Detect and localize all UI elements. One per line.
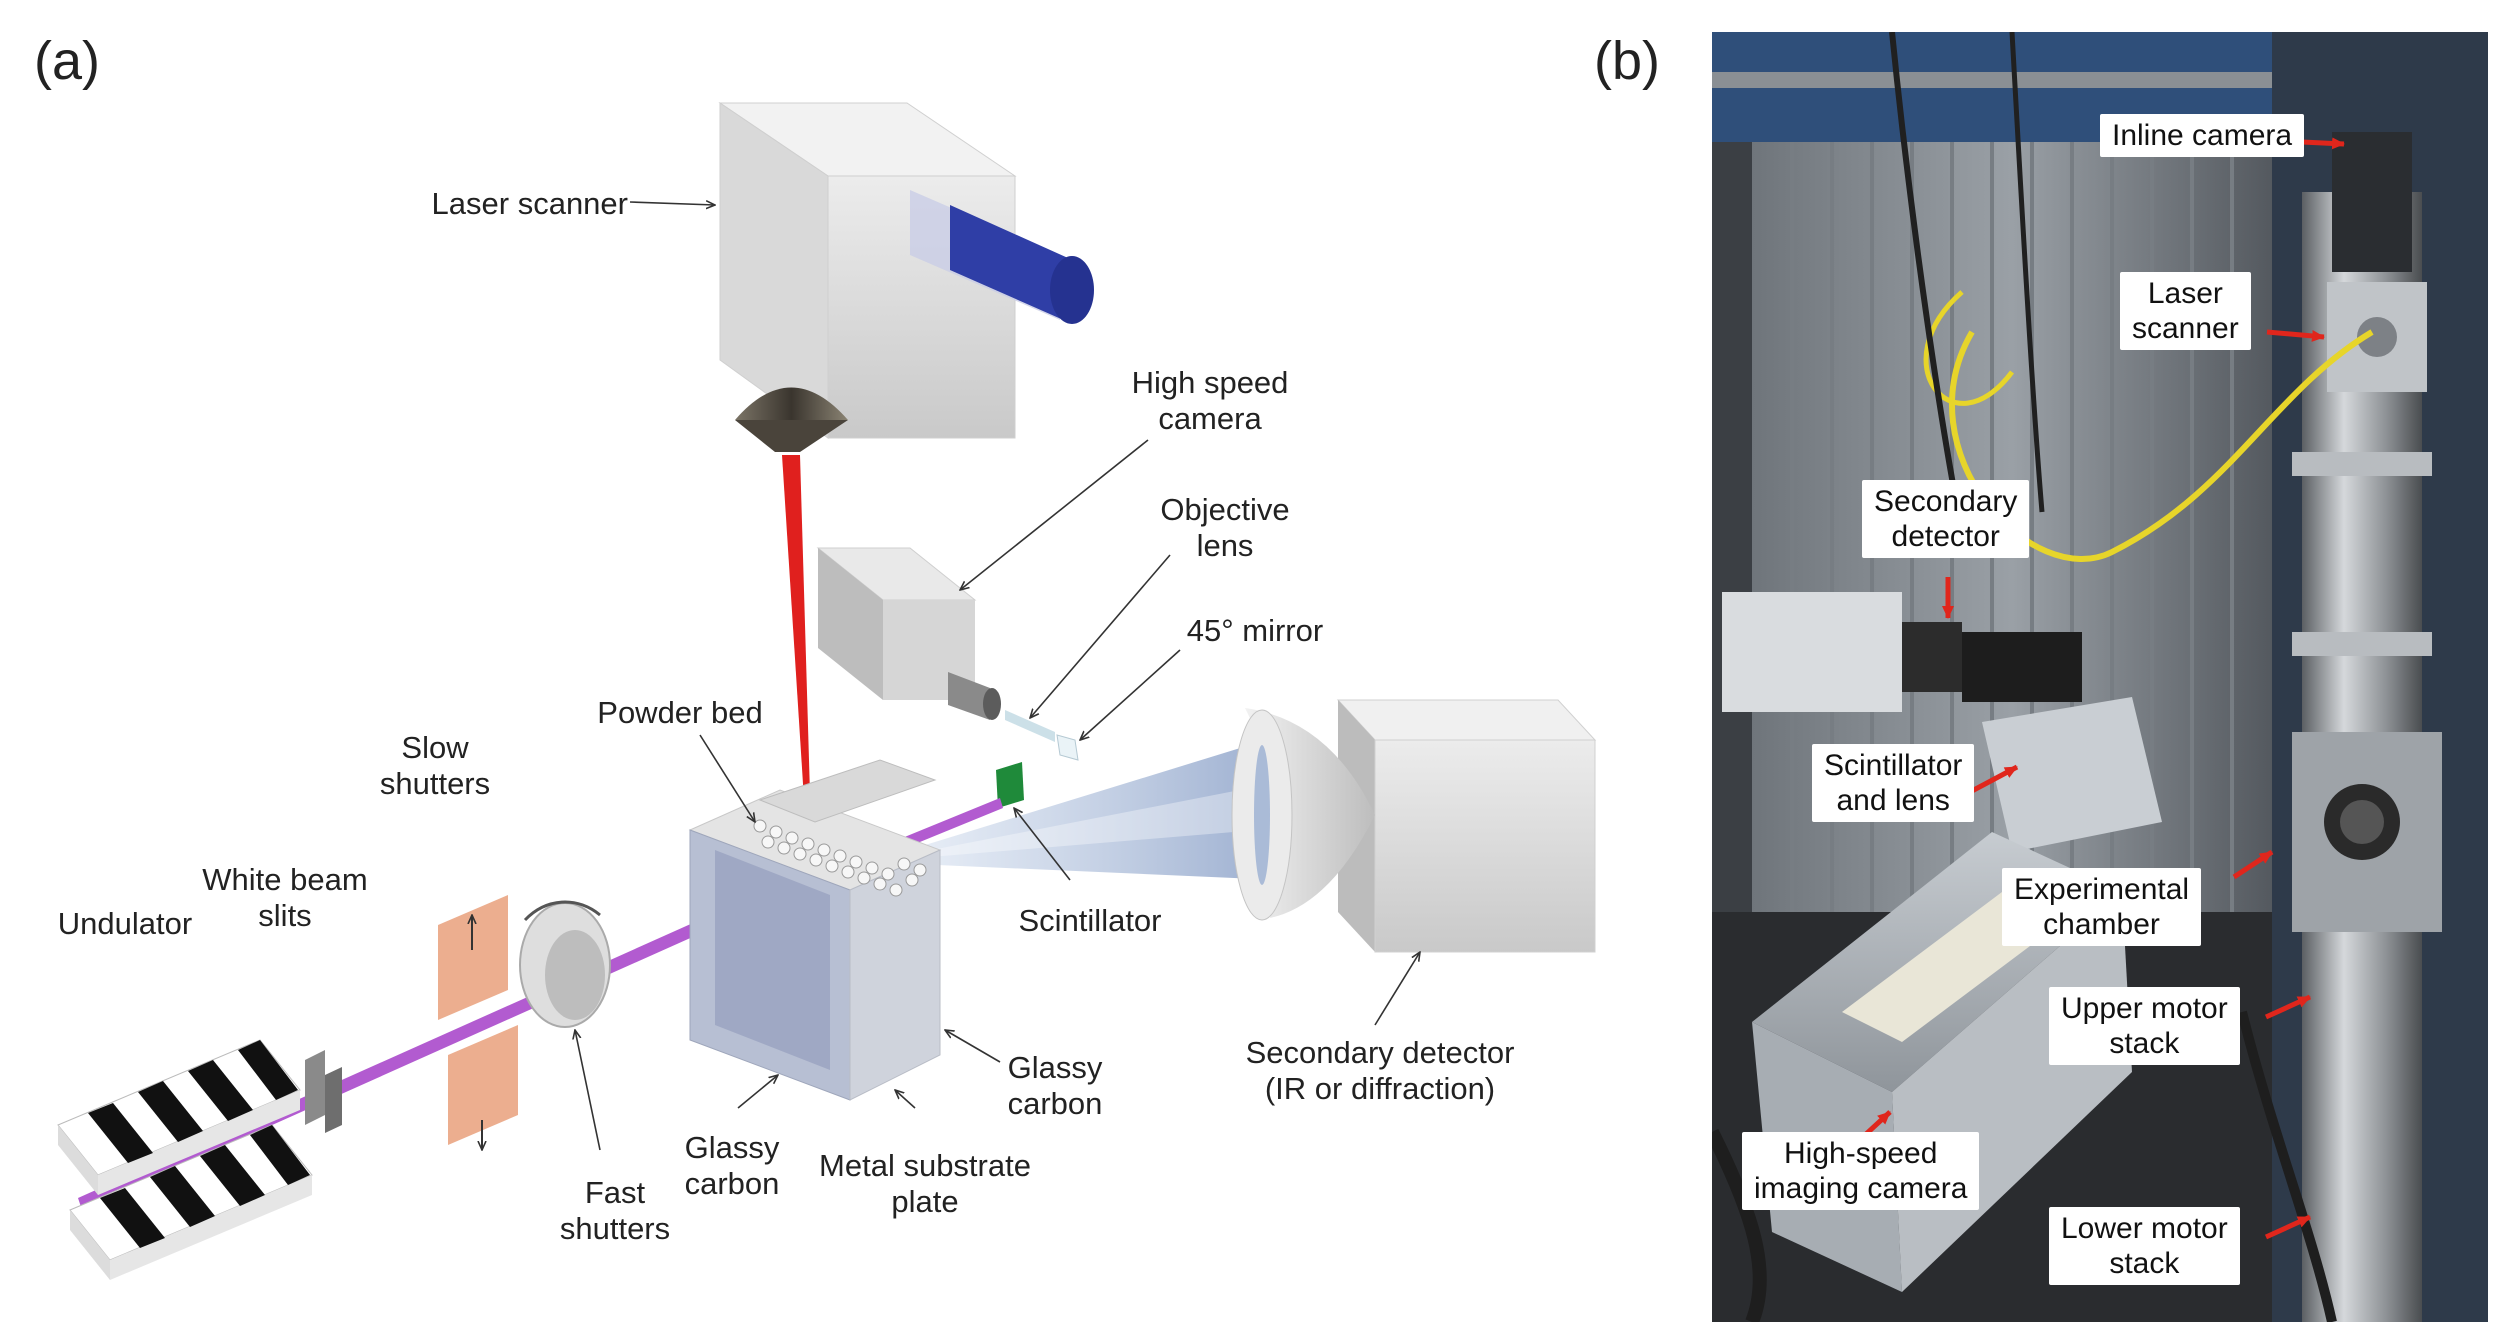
panel-a-letter: (a) — [34, 31, 100, 91]
photo-scene — [1712, 32, 2488, 1322]
photo-label-experimental-chamber: Experimental chamber — [2002, 868, 2202, 946]
white-beam-slits — [305, 1050, 342, 1133]
slow-shutters — [438, 895, 518, 1150]
label-fast-shutters: Fast shutters — [559, 1175, 671, 1246]
label-secondary-detector: Secondary detector (IR or diffraction) — [1245, 1035, 1515, 1106]
label-high-speed-camera: High speed camera — [1131, 365, 1289, 436]
panel-b-letter: (b) — [1594, 31, 1660, 91]
label-45-mirror: 45° mirror — [1186, 613, 1324, 648]
label-metal-substrate-plate: Metal substrate plate — [819, 1148, 1031, 1219]
photo-label-upper-motor-stack: Upper motor stack — [2049, 987, 2240, 1065]
scintillator-plate — [996, 762, 1024, 808]
photo-label-inline-camera: Inline camera — [2100, 114, 2305, 157]
label-white-beam-slits: White beam slits — [202, 862, 368, 933]
secondary-detector-box — [1231, 699, 1597, 953]
label-scintillator: Scintillator — [1018, 903, 1162, 938]
mirror-45 — [1056, 734, 1079, 761]
label-slow-shutters: Slow shutters — [379, 730, 491, 801]
setup-photograph: Inline camera Laser scanner Secondary de… — [1712, 32, 2488, 1322]
label-undulator: Undulator — [57, 906, 193, 941]
undulator — [57, 1039, 313, 1280]
label-laser-scanner: Laser scanner — [431, 186, 628, 221]
photo-label-scintillator-and-lens: Scintillator and lens — [1812, 744, 1975, 822]
high-speed-camera-box — [816, 547, 1055, 742]
photo-label-high-speed-imaging-camera: High-speed imaging camera — [1742, 1132, 1980, 1210]
label-powder-bed: Powder bed — [597, 695, 763, 730]
photo-label-lower-motor-stack: Lower motor stack — [2049, 1207, 2240, 1285]
sample-holder — [688, 759, 942, 1101]
label-glassy-carbon-right: Glassy carbon — [1007, 1050, 1103, 1121]
label-glassy-carbon-bottom: Glassy carbon — [684, 1130, 780, 1201]
label-objective-lens: Objective lens — [1160, 492, 1290, 563]
photo-label-laser-scanner: Laser scanner — [2120, 272, 2251, 350]
laser-scanner-box — [718, 102, 1094, 452]
photo-arrows — [1850, 137, 2345, 1240]
leader-lines — [575, 202, 1420, 1151]
xray-cone — [870, 745, 1280, 880]
fast-shutters — [519, 900, 611, 1028]
laser-beam — [782, 455, 812, 862]
photo-label-secondary-detector: Secondary detector — [1862, 480, 2030, 558]
schematic-diagram — [57, 102, 1597, 1280]
